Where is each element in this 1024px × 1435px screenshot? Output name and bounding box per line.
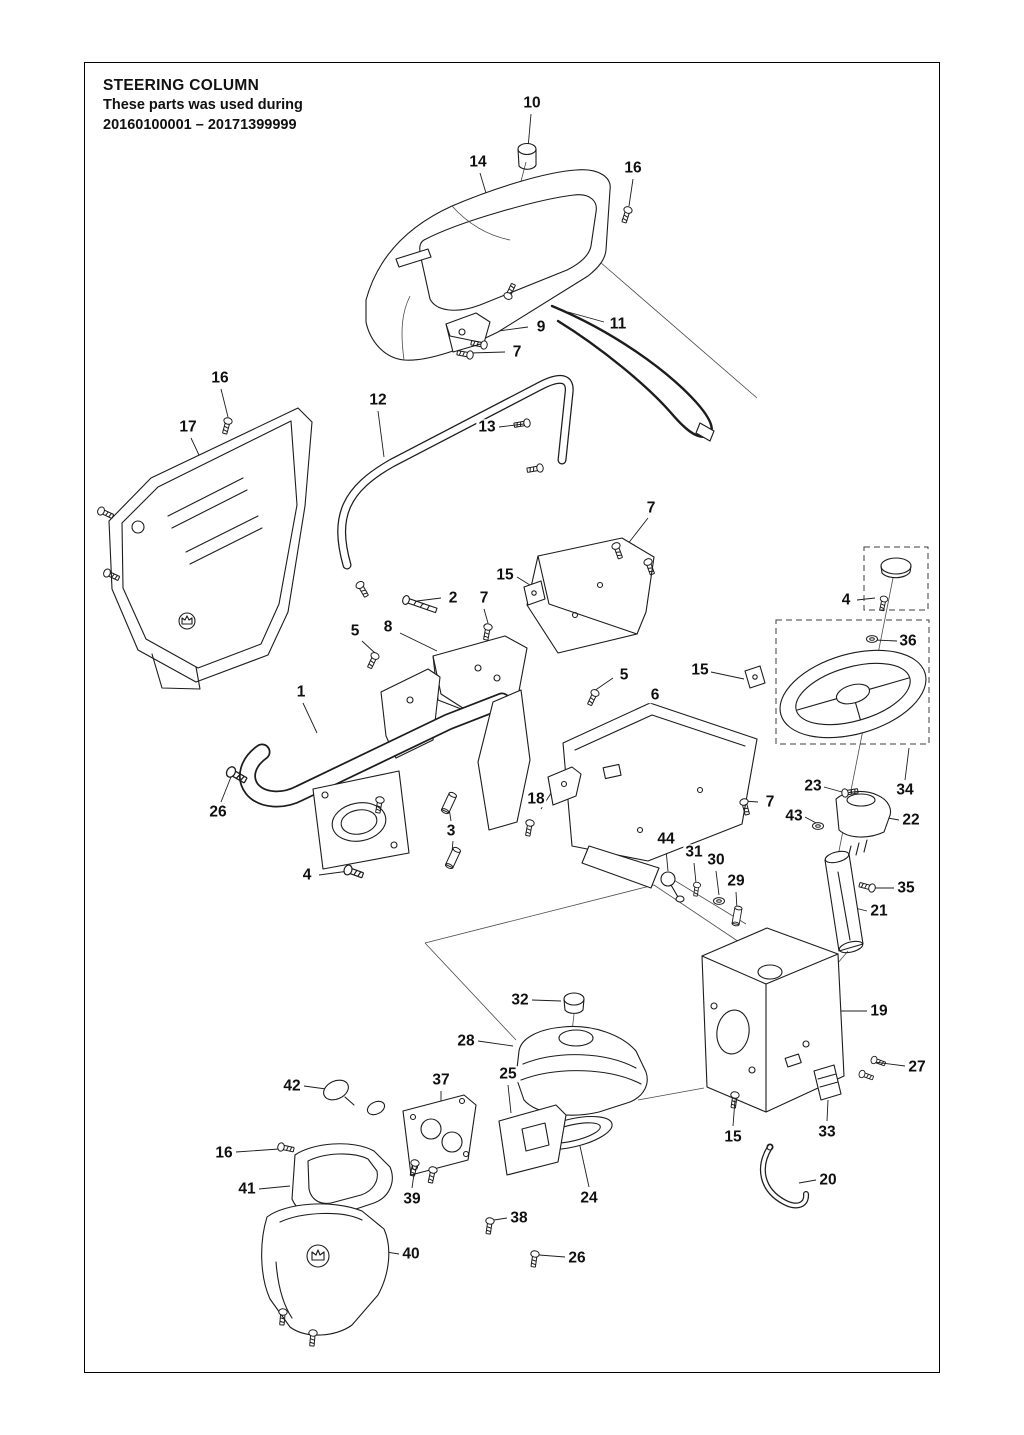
part-12-tube [337,374,574,570]
part-41-cover-upper [291,1143,393,1219]
part-40-cover-lower [261,1203,390,1336]
part-dash-plate [523,537,655,654]
part-14-console [365,169,611,361]
part-42-cap [323,1079,386,1116]
part-32-cap [563,992,585,1014]
page-border [84,62,940,1373]
part-34-steering-wheel [775,546,930,745]
part-11-cable [550,304,715,442]
part-18-bracket [547,766,582,806]
title-block: STEERING COLUMN These parts was used dur… [103,76,303,135]
part-37-bracket [402,1094,477,1176]
part-25-bracket [498,1104,567,1176]
part-20-rod [759,1143,810,1209]
part-1-steering-support [239,689,531,870]
part-10-ignition-switch [517,142,537,170]
part-17-side-panel [108,407,313,690]
part-2-bolt [402,595,438,614]
part-21-column [793,790,892,962]
part-33-connector [813,1064,842,1101]
part-28-cover [515,1025,648,1116]
part-15-clamp [744,665,766,689]
diagram-subtitle: These parts was used during [103,97,303,114]
part-44-knob [660,871,685,903]
serial-range: 20160100001 – 20171399999 [103,116,297,133]
part-6-panel [562,702,758,889]
part-19-console [701,927,845,1113]
diagram-title: STEERING COLUMN [103,77,260,94]
